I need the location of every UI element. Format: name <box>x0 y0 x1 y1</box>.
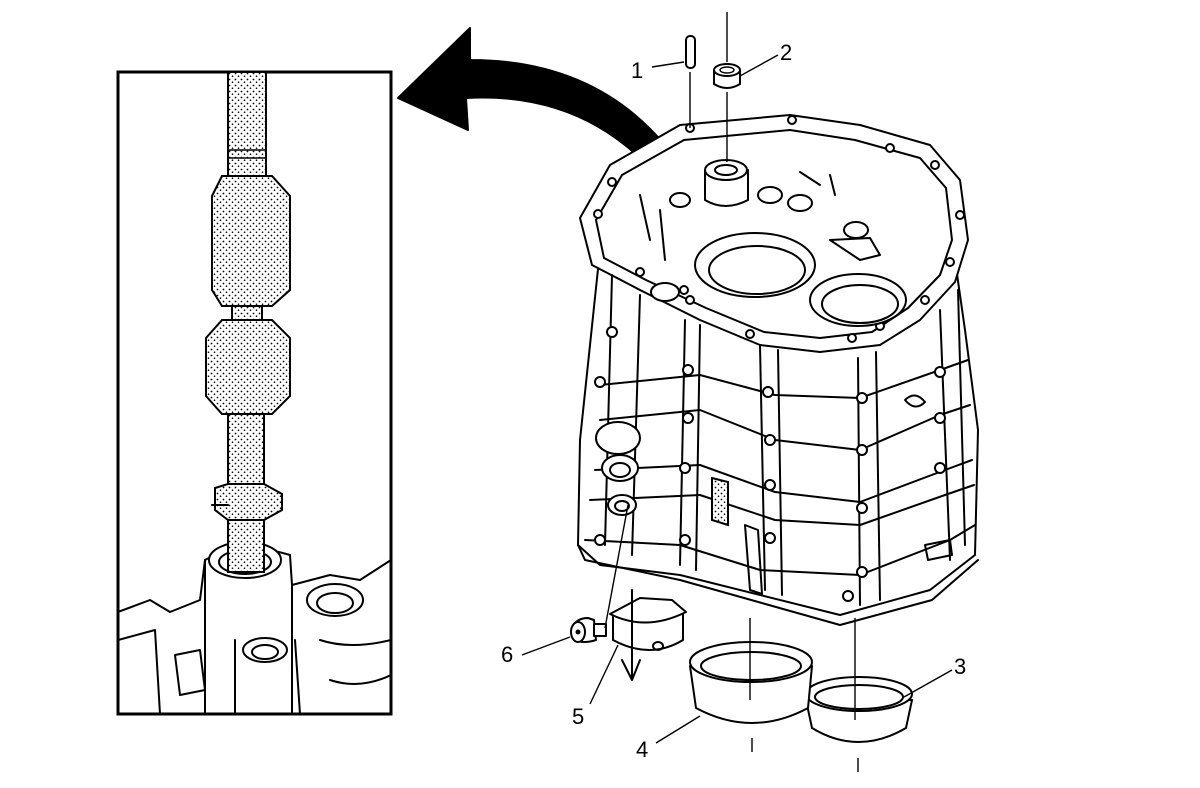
callout-leaders <box>521 54 953 744</box>
callout-labels: 1 2 3 4 5 6 <box>501 40 966 762</box>
callout-3: 3 <box>954 654 966 679</box>
transmission-case <box>577 114 979 626</box>
bearing-race-small <box>805 618 913 772</box>
bearing-race-large <box>689 618 813 752</box>
callout-2: 2 <box>780 40 792 65</box>
interlock-plate <box>609 589 687 681</box>
detail-inset <box>116 70 393 716</box>
dowel-pin <box>685 35 696 128</box>
callout-5: 5 <box>572 704 584 729</box>
bushing <box>713 12 741 162</box>
interlock-bolt <box>570 504 629 643</box>
callout-6: 6 <box>501 642 513 667</box>
curved-arrow <box>397 27 673 159</box>
callout-1: 1 <box>631 58 643 83</box>
callout-4: 4 <box>636 737 648 762</box>
